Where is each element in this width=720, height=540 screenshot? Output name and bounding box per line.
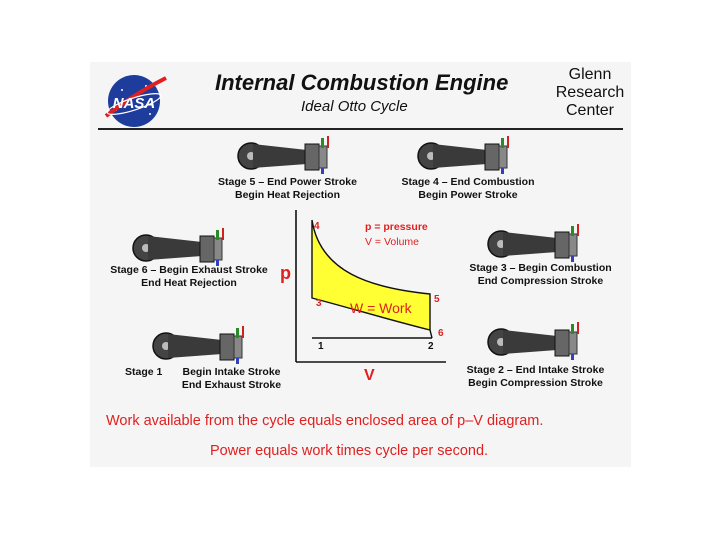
slide-panel: NASA Internal Combustion Engine Ideal Ot…	[90, 62, 631, 467]
stage-3-line-2: End Compression Stroke	[477, 275, 604, 287]
cylinder-head	[568, 233, 578, 257]
stage-3-label: Stage 3 – Begin Combustion End Compressi…	[458, 262, 623, 288]
engine-stage-5-icon	[237, 136, 329, 174]
engine-stage-2-icon	[487, 322, 579, 360]
connecting-rod	[433, 144, 487, 168]
point-5-label: 5	[434, 294, 440, 305]
exhaust-valve	[236, 358, 239, 364]
page-title: Internal Combustion Engine	[215, 70, 509, 95]
point-2-label: 2	[428, 341, 434, 352]
p-axis-label: p	[280, 263, 291, 283]
spark-plug	[577, 224, 579, 236]
stage-4-line-2: Begin Power Stroke	[418, 189, 518, 201]
stage-3-line-1: Stage 3 – Begin Combustion	[469, 262, 612, 274]
spark-plug	[222, 228, 224, 240]
stage-4-line-1: Stage 4 – End Combustion	[401, 176, 535, 188]
cylinder-head	[568, 331, 578, 355]
legend-pressure: p = pressure	[365, 221, 428, 233]
exhaust-valve	[571, 256, 574, 262]
stage-1-line-1: Begin Intake Stroke	[182, 366, 281, 378]
stage-1-label: Stage 1	[125, 366, 163, 378]
piston	[484, 143, 500, 171]
cylinder-head	[498, 145, 508, 169]
stage-2-line-2: Begin Compression Stroke	[468, 377, 603, 389]
piston	[554, 231, 570, 259]
stage-6-label: Stage 6 – Begin Exhaust Stroke End Heat …	[104, 264, 274, 290]
stage-2-label: Stage 2 – End Intake Stroke Begin Compre…	[458, 364, 613, 390]
point-4-label: 4	[314, 221, 320, 232]
exhaust-valve	[501, 168, 504, 174]
footer-line-2: Power equals work times cycle per second…	[210, 443, 489, 459]
stage-1-description: Begin Intake Stroke End Exhaust Stroke	[174, 366, 289, 392]
engine-stage-3-icon	[487, 224, 579, 262]
spark-plug	[242, 326, 244, 338]
spark-plug	[327, 136, 329, 148]
connecting-rod	[503, 330, 557, 354]
intake-valve	[571, 226, 574, 236]
connecting-rod	[253, 144, 307, 168]
page-subtitle: Ideal Otto Cycle	[301, 98, 408, 115]
stage-2-line-1: Stage 2 – End Intake Stroke	[466, 364, 605, 376]
stage-6-line-2: End Heat Rejection	[141, 277, 237, 289]
cycle-area	[311, 219, 431, 331]
piston	[554, 329, 570, 357]
intake-valve	[216, 230, 219, 240]
center-name-line-3: Center	[565, 102, 615, 119]
intake-valve	[571, 324, 574, 334]
legend-volume: V = Volume	[365, 236, 419, 248]
point-3-label: 3	[316, 298, 322, 309]
exhaust-valve-line	[429, 329, 433, 339]
engine-stage-6-icon	[132, 228, 224, 266]
point-6-label: 6	[438, 328, 444, 339]
intake-valve	[501, 138, 504, 148]
center-name: Glenn Research Center	[550, 66, 630, 120]
nasa-logo-text: NASA	[113, 95, 156, 112]
connecting-rod	[503, 232, 557, 256]
piston	[304, 143, 320, 171]
exhaust-valve	[216, 260, 219, 266]
piston	[199, 235, 215, 263]
pv-diagram: 4 3 5 6 1 2 W = Work V	[295, 210, 446, 382]
v-axis-label: V	[364, 367, 375, 382]
stage-4-label: Stage 4 – End Combustion Begin Power Str…	[393, 176, 543, 202]
engine-stage-4-icon	[417, 136, 509, 174]
engine-stage-1-icon	[152, 326, 244, 364]
connecting-rod	[168, 334, 222, 358]
exhaust-valve	[321, 168, 324, 174]
piston	[219, 333, 235, 361]
stage-6-line-1: Stage 6 – Begin Exhaust Stroke	[110, 264, 268, 276]
stage-5-line-1: Stage 5 – End Power Stroke	[218, 176, 357, 188]
spark-plug	[507, 136, 509, 148]
header-divider	[98, 128, 623, 130]
nasa-logo: NASA	[104, 75, 167, 127]
intake-valve	[236, 328, 239, 338]
intake-valve	[321, 138, 324, 148]
center-name-line-2: Research	[555, 84, 625, 101]
point-1-label: 1	[318, 341, 324, 352]
cylinder-head	[318, 145, 328, 169]
center-name-line-1: Glenn	[568, 66, 612, 83]
stage-5-line-2: Begin Heat Rejection	[234, 189, 341, 201]
stage-1-line-2: End Exhaust Stroke	[181, 379, 282, 391]
cylinder-head	[233, 335, 243, 359]
connecting-rod	[148, 236, 202, 260]
footer-line-1: Work available from the cycle equals enc…	[106, 413, 544, 429]
spark-plug	[577, 322, 579, 334]
work-label: W = Work	[350, 300, 413, 316]
cylinder-head	[213, 237, 223, 261]
exhaust-valve	[571, 354, 574, 360]
stage-5-label: Stage 5 – End Power Stroke Begin Heat Re…	[210, 176, 365, 202]
